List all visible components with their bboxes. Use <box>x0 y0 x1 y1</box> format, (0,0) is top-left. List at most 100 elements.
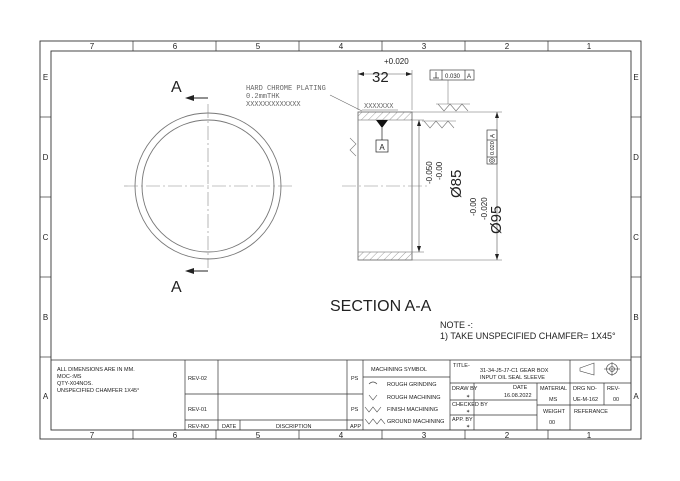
gdt-perp-datum: A <box>467 74 471 80</box>
zone-col-top: 7 <box>90 42 95 51</box>
concentricity-icon <box>489 157 495 164</box>
ground-machining-icon <box>364 418 386 425</box>
zone-col-top: 3 <box>422 42 427 51</box>
rev-02-label: REV-02 <box>188 376 207 382</box>
draw-star-icon: ✶ <box>466 394 470 400</box>
gdt-conc-datum: A <box>491 134 497 138</box>
surface-finish-symbol <box>423 120 455 129</box>
zone-row-left: A <box>43 392 49 401</box>
dim-arrow <box>417 246 421 252</box>
front-view: A A <box>124 79 294 296</box>
date-value: 16.08.2022 <box>504 393 532 399</box>
machining-item: ROUGH GRINDING <box>387 382 437 388</box>
datum-label: A <box>379 143 385 152</box>
gdt-conc-value: 0.020 <box>490 141 496 155</box>
rev-02-approval: PS <box>351 376 359 382</box>
zone-col-bottom: 7 <box>90 431 95 440</box>
col-date: DATE <box>222 424 237 430</box>
perpendicularity-icon <box>433 72 439 79</box>
section-view: A <box>342 70 502 261</box>
note-line: 1) TAKE UNSPECIFIED CHAMFER= 1X45° <box>440 331 616 341</box>
dim-arrow <box>358 72 364 76</box>
general-note: QTY-X04NOS. <box>57 381 93 387</box>
date-label: DATE <box>513 385 528 391</box>
machining-item: FINISH MACHINING <box>387 407 438 413</box>
app-label: APP. BY <box>452 417 473 423</box>
zone-col-bottom: 4 <box>339 431 344 440</box>
col-rev-no: REV-NO <box>188 424 210 430</box>
section-label-bottom: A <box>171 279 182 296</box>
zone-row-right: A <box>633 392 639 401</box>
dim-inner-tol-lower: -0.00 <box>435 161 444 180</box>
machining-item: GROUND MACHINING <box>387 419 444 425</box>
hatch-top <box>357 111 413 121</box>
title-block-grid <box>51 359 631 430</box>
datum-triangle <box>376 120 388 128</box>
zone-row-left: D <box>43 153 49 162</box>
zone-col-bottom: 6 <box>173 431 178 440</box>
weight-label: WEIGHT <box>543 409 566 415</box>
surface-finish-symbol <box>349 137 357 157</box>
rough-grinding-icon <box>368 381 378 385</box>
inner-border <box>50 50 632 431</box>
checked-star-icon: ✶ <box>466 409 470 415</box>
zone-col-top: 4 <box>339 42 344 51</box>
zone-col-bottom: 3 <box>422 431 427 440</box>
plating-leader-line <box>329 94 363 112</box>
gdt-concentricity-frame: 0.020 A <box>486 129 498 165</box>
section-title: SECTION A-A <box>330 298 432 315</box>
app-star-icon: ✶ <box>466 424 470 430</box>
zone-row-left: B <box>43 313 48 322</box>
rough-machining-icon <box>368 394 378 401</box>
rev-01-label: REV-01 <box>188 407 207 413</box>
finish-machining-icon <box>364 406 382 413</box>
dim-width-tolerance: +0.020 <box>384 57 409 66</box>
title-line1: 31-34-J5-J7-C1 GEAR BOX <box>480 368 549 374</box>
drg-label: DRG NO- <box>573 386 597 392</box>
title-line2: INPUT OIL SEAL SLEEVE <box>480 375 545 381</box>
machining-item: ROUGH MACHINING <box>387 395 440 401</box>
plating-leader-text: XXXXXXX <box>364 103 394 111</box>
plating-callout: HARD CHROME PLATING 0.2mmTHK XXXXXXXXXXX… <box>246 85 398 112</box>
dim-outer-value: Ø95 <box>488 206 505 234</box>
projection-symbol-icon <box>579 362 620 376</box>
material-label: MATERIAL <box>540 386 567 392</box>
dim-width-value: 32 <box>372 69 389 86</box>
zone-row-right: C <box>633 233 639 242</box>
drg-value: UE-M-162 <box>573 397 598 403</box>
draw-label: DRAW BY <box>452 386 478 392</box>
dim-inner-tol-upper: -0.050 <box>425 161 434 184</box>
title-label: TITLE- <box>453 363 470 369</box>
surface-finish-symbol <box>437 103 469 112</box>
rev-value: 00 <box>613 397 619 403</box>
section-arrow-top <box>185 95 194 101</box>
zone-col-bottom: 5 <box>256 431 261 440</box>
checked-label: CHECKED BY <box>452 402 488 408</box>
gdt-perp-value: 0.030 <box>445 74 461 80</box>
plating-note-line2: 0.2mmTHK <box>246 93 280 101</box>
zone-col-top: 1 <box>587 42 592 51</box>
dim-inner-value: Ø85 <box>448 170 465 198</box>
general-note: UNSPECIFIED CHAMFER 1X45° <box>57 388 139 394</box>
section-arrow-bottom <box>185 268 194 274</box>
reference-label: REFERANCE <box>574 409 608 415</box>
outer-border <box>39 40 642 440</box>
zone-row-left: C <box>43 233 49 242</box>
dim-outer-tol-lower: -0.020 <box>480 197 489 220</box>
plating-note-line3: XXXXXXXXXXXXX <box>246 101 301 109</box>
material-value: MS <box>549 397 558 403</box>
zone-row-left: E <box>43 73 48 82</box>
col-app: APP <box>350 424 361 430</box>
zone-row-right: D <box>633 153 639 162</box>
machining-header: MACHINING SYMBOL <box>371 367 427 373</box>
plating-note-line1: HARD CHROME PLATING <box>246 85 326 93</box>
hatch-bottom <box>357 251 413 261</box>
zone-col-top: 6 <box>173 42 178 51</box>
zone-row-right: E <box>633 73 638 82</box>
gdt-perpendicularity-frame: 0.030 A <box>429 69 475 104</box>
rev-label: REV- <box>607 386 620 392</box>
zone-row-right: B <box>633 313 638 322</box>
col-description: DISCRIPTION <box>276 424 311 430</box>
zone-col-top: 5 <box>256 42 261 51</box>
